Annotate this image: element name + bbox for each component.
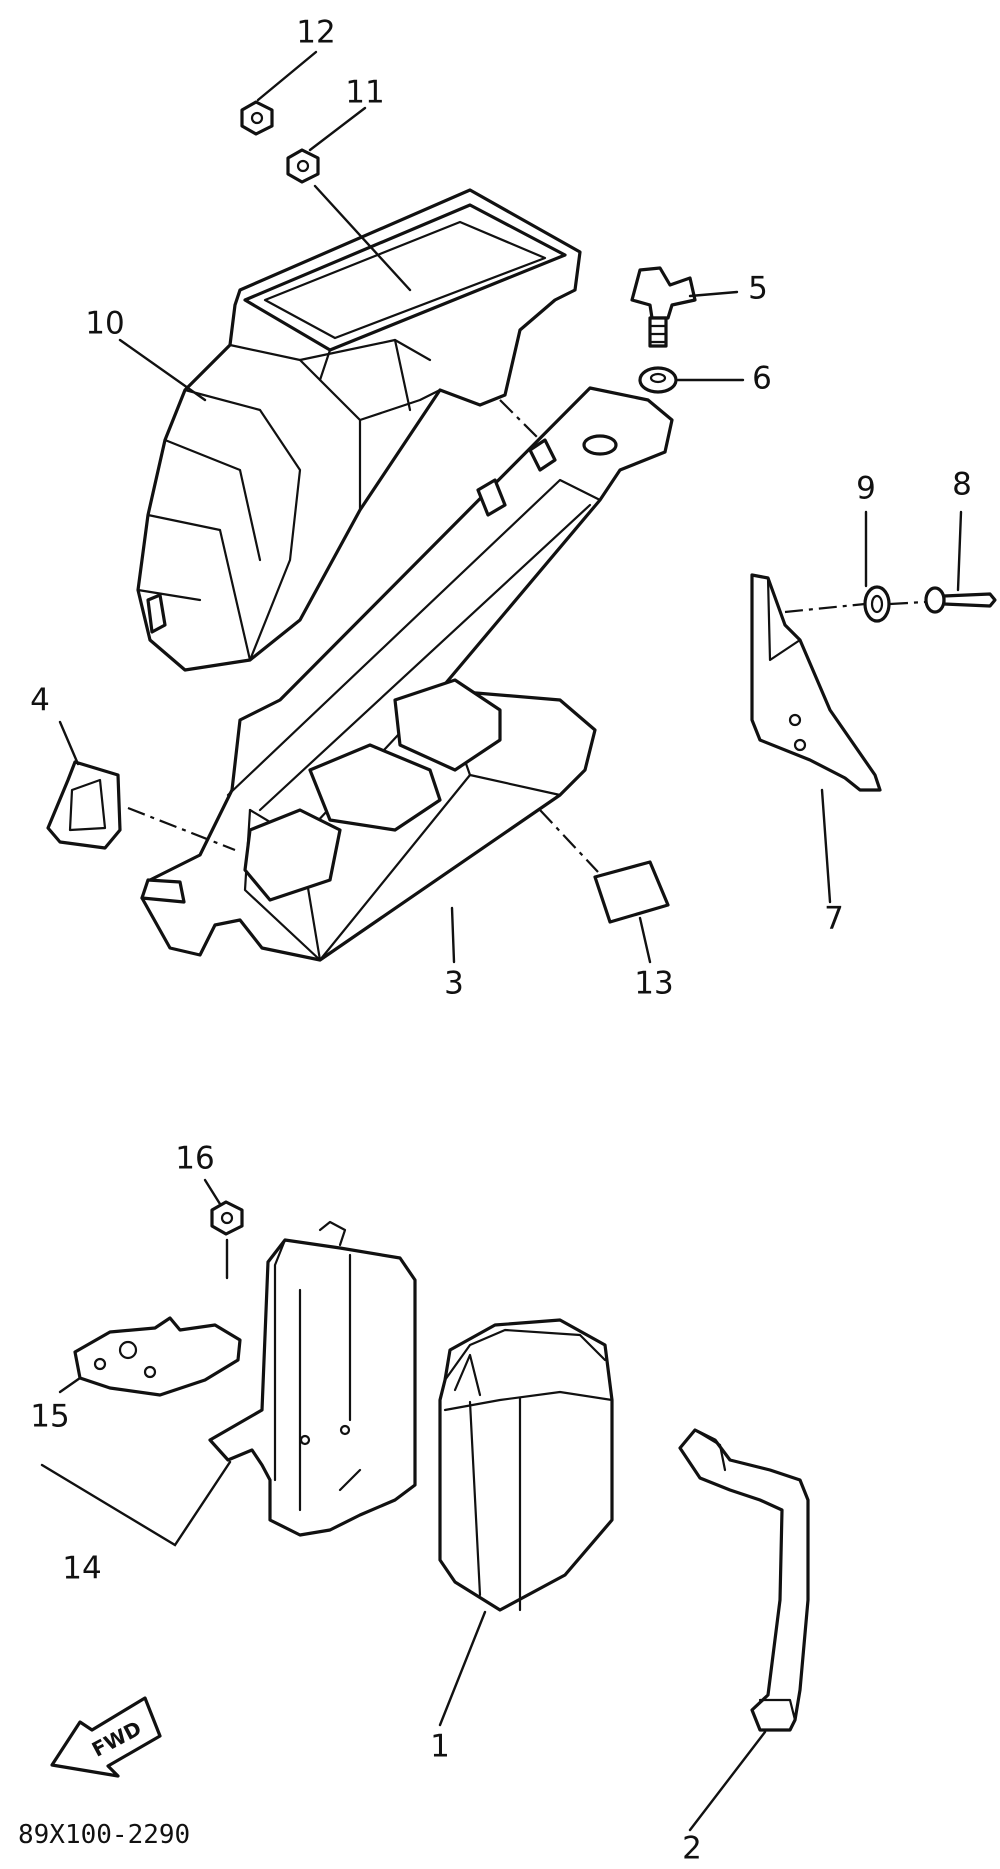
part-7-bracket xyxy=(750,573,882,792)
leader-4 xyxy=(58,720,80,766)
leader-12 xyxy=(256,50,318,102)
part-8-screw xyxy=(924,586,997,614)
part-10-air-duct xyxy=(136,188,582,672)
callout-16: 16 xyxy=(175,1141,214,1177)
callout-10: 10 xyxy=(85,306,124,342)
part-15-plate xyxy=(73,1316,242,1397)
callout-14: 14 xyxy=(62,1551,101,1587)
leader-16 xyxy=(203,1178,222,1206)
callout-9: 9 xyxy=(856,471,876,507)
leader-14 xyxy=(40,1460,232,1547)
leader-8 xyxy=(956,510,963,592)
callout-2: 2 xyxy=(682,1831,702,1867)
callout-12: 12 xyxy=(296,15,335,51)
part-6-washer xyxy=(638,366,678,394)
callout-6: 6 xyxy=(752,361,772,397)
fwd-arrow-icon: FWD xyxy=(50,1696,162,1778)
callout-1: 1 xyxy=(430,1729,450,1765)
callout-11: 11 xyxy=(345,75,384,111)
callout-7: 7 xyxy=(824,901,844,937)
leader-11 xyxy=(308,106,367,152)
align-line-screw xyxy=(889,600,926,606)
part-16-nut xyxy=(210,1200,244,1236)
align-line-pad xyxy=(539,809,599,873)
part-5-wing-bolt xyxy=(630,266,697,348)
leader-15 xyxy=(58,1376,82,1394)
leader-13 xyxy=(638,916,652,964)
part-4-gasket xyxy=(46,760,122,850)
align-line-grommet xyxy=(784,602,866,614)
leader-10 xyxy=(118,338,207,402)
leader-2 xyxy=(688,1730,767,1832)
catalog-code: 89X100-2290 xyxy=(18,1820,190,1850)
part-11-nut xyxy=(286,148,320,184)
align-line-bolt xyxy=(499,399,541,441)
part-2-rod xyxy=(678,1428,810,1732)
callout-3: 3 xyxy=(444,966,464,1002)
part-13-pad xyxy=(593,860,670,924)
part-3-tray-bracket xyxy=(140,386,674,962)
callout-4: 4 xyxy=(30,683,50,719)
callout-5: 5 xyxy=(748,271,768,307)
align-line-gasket xyxy=(127,806,236,852)
part-9-grommet xyxy=(863,585,891,623)
part-14-bracket xyxy=(208,1220,417,1537)
part-12-nut xyxy=(240,100,274,136)
part-1-box xyxy=(438,1318,614,1612)
callout-8: 8 xyxy=(952,467,972,503)
leader-11-lower xyxy=(313,184,412,292)
leader-5 xyxy=(688,290,739,298)
leader-1 xyxy=(438,1610,487,1727)
leader-3 xyxy=(450,906,456,964)
callout-13: 13 xyxy=(634,966,673,1002)
leader-7 xyxy=(820,788,832,904)
callout-15: 15 xyxy=(30,1399,69,1435)
